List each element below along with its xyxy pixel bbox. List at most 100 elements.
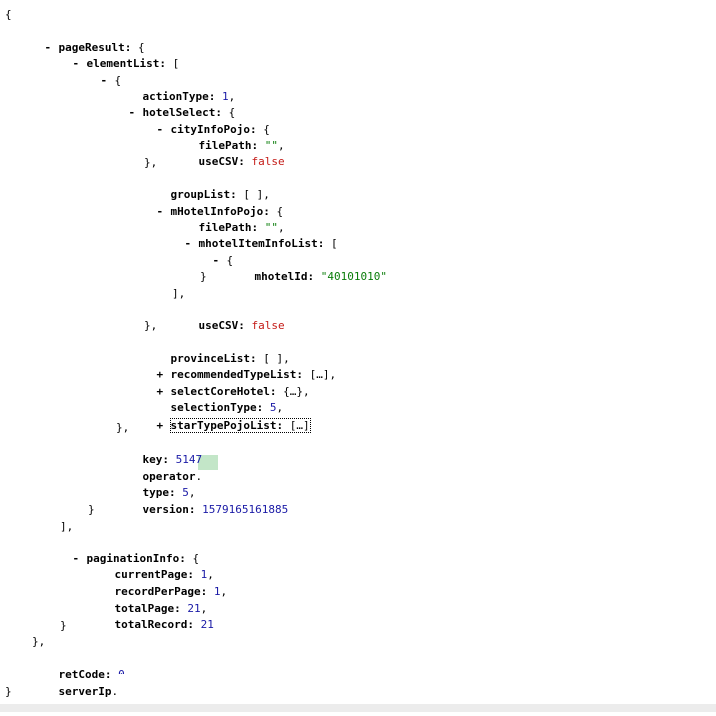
starTypePojoList-value[interactable]: […] [289, 419, 310, 432]
elementList-item-close: } [88, 503, 95, 516]
key-row: key: 5147 [142, 453, 203, 466]
mhotelItemInfoList-row[interactable]: -mhotelItemInfoList: [ [184, 237, 338, 250]
mhotelItemInfoList-item-row[interactable]: -{ [212, 254, 234, 267]
recordPerPage-value: 1 [213, 585, 221, 598]
version-value: 1579165161885 [202, 503, 289, 516]
provinceList-row: provinceList: [ ], [170, 352, 290, 365]
starTypePojoList-row[interactable]: + starTypePojoList: […] [130, 402, 311, 433]
totalRecord-key: totalRecord [114, 618, 188, 631]
minus-toggle-icon[interactable]: - [72, 57, 80, 70]
mhotelItem-close: } [200, 270, 207, 283]
actionType-row: actionType: 1, [142, 90, 236, 103]
totalPage-row: totalPage: 21, [114, 602, 208, 615]
currentPage-key: currentPage [114, 568, 188, 581]
mhotelId-key: mhotelId [254, 270, 308, 283]
selectionType-value: 5 [269, 401, 277, 414]
elementList-close: ], [60, 520, 74, 533]
groupList-key: groupList [170, 188, 231, 201]
retCode-key: retCode [58, 668, 105, 681]
operator-key: operator [142, 470, 196, 483]
minus-toggle-icon[interactable]: - [44, 41, 52, 54]
selectCoreHotel-row[interactable]: +selectCoreHotel: {…}, [156, 385, 310, 398]
city-filePath-row: filePath: "", [198, 139, 285, 152]
pageResult-key: pageResult [58, 41, 125, 54]
version-row: version: 1579165161885 [142, 503, 289, 516]
recordPerPage-key: recordPerPage [114, 585, 201, 598]
cityInfoPojo-key: cityInfoPojo [170, 123, 250, 136]
hotelSelect-row[interactable]: -hotelSelect: { [128, 106, 236, 119]
mhotelItemInfoList-close: ], [172, 287, 186, 300]
type-value: 5 [182, 486, 189, 499]
minus-toggle-icon[interactable]: - [72, 552, 80, 565]
city-useCSV-key: useCSV [198, 155, 239, 168]
hotelSelect-close: }, [116, 421, 130, 434]
selectCoreHotel-key: selectCoreHotel [170, 385, 270, 398]
mhotel-useCSV-row: useCSV: false [198, 319, 285, 332]
mhotel-filePath-value: "" [264, 221, 278, 234]
retCode-value: 0 [118, 667, 125, 674]
plus-toggle-icon[interactable]: + [156, 419, 164, 432]
starTypePojoList-key: starTypePojoList [170, 419, 277, 432]
mhotel-filePath-row: filePath: "", [198, 221, 285, 234]
minus-toggle-icon[interactable]: - [156, 205, 164, 218]
city-filePath-value: "" [264, 139, 278, 152]
totalRecord-row: totalRecord: 21 [114, 618, 214, 631]
selectionType-row: selectionType: 5, [170, 401, 284, 414]
mhotel-useCSV-key: useCSV [198, 319, 239, 332]
city-useCSV-value: false [251, 155, 285, 168]
operator-row: operator. [142, 470, 203, 483]
bottom-edge-bar [0, 704, 716, 712]
minus-toggle-icon[interactable]: - [156, 123, 164, 136]
elementList-row[interactable]: -elementList: [ [72, 57, 180, 70]
cityInfoPojo-close: }, [144, 156, 158, 169]
totalPage-key: totalPage [114, 602, 175, 615]
mhotel-useCSV-value: false [251, 319, 285, 332]
elementList-key: elementList [86, 57, 160, 70]
version-key: version [142, 503, 189, 516]
minus-toggle-icon[interactable]: - [100, 74, 108, 87]
retCode-row: retCode: 0 [32, 651, 125, 681]
paginationInfo-close: } [60, 619, 67, 632]
paginationInfo-key: paginationInfo [86, 552, 180, 565]
totalRecord-value: 21 [200, 618, 214, 631]
mhotelId-row: mhotelId: "40101010" [254, 270, 387, 283]
minus-toggle-icon[interactable]: - [184, 237, 192, 250]
plus-toggle-icon[interactable]: + [156, 385, 164, 398]
selectionType-key: selectionType [170, 401, 257, 414]
elementList-item-row[interactable]: -{ [100, 74, 122, 87]
recordPerPage-row: recordPerPage: 1, [114, 585, 228, 598]
key-value: 5147 [175, 453, 203, 466]
selectCoreHotel-value[interactable]: {…} [283, 385, 303, 398]
mHotelInfoPojo-row[interactable]: -mHotelInfoPojo: { [156, 205, 284, 218]
serverIp-key: serverIp [58, 685, 112, 698]
pageResult-row[interactable]: -pageResult: { [44, 41, 145, 54]
currentPage-value: 1 [200, 568, 208, 581]
selection-highlight [198, 455, 218, 470]
hotelSelect-key: hotelSelect [142, 106, 216, 119]
provinceList-key: provinceList [170, 352, 250, 365]
recommendedTypeList-row[interactable]: +recommendedTypeList: […], [156, 368, 337, 381]
city-filePath-key: filePath [198, 139, 252, 152]
serverIp-row: serverIp. [58, 685, 119, 698]
totalPage-value: 21 [187, 602, 201, 615]
cityInfoPojo-row[interactable]: -cityInfoPojo: { [156, 123, 270, 136]
groupList-row: groupList: [ ], [170, 188, 270, 201]
plus-toggle-icon[interactable]: + [156, 368, 164, 381]
groupList-value: [ ] [243, 188, 264, 201]
root-close-brace: } [5, 685, 12, 698]
mhotelItemInfoList-key: mhotelItemInfoList [198, 237, 318, 250]
pageResult-close: }, [32, 635, 46, 648]
mHotelInfoPojo-close: }, [144, 319, 158, 332]
starTypePojoList-focus[interactable]: starTypePojoList: […] [169, 418, 311, 433]
recommendedTypeList-value[interactable]: […] [309, 368, 330, 381]
mhotelId-value: "40101010" [320, 270, 387, 283]
recommendedTypeList-key: recommendedTypeList [170, 368, 297, 381]
type-key: type [142, 486, 170, 499]
actionType-key: actionType [142, 90, 209, 103]
root-open-brace: { [5, 8, 12, 21]
minus-toggle-icon[interactable]: - [128, 106, 136, 119]
mHotelInfoPojo-key: mHotelInfoPojo [170, 205, 264, 218]
paginationInfo-row[interactable]: -paginationInfo: { [72, 552, 200, 565]
minus-toggle-icon[interactable]: - [212, 254, 220, 267]
